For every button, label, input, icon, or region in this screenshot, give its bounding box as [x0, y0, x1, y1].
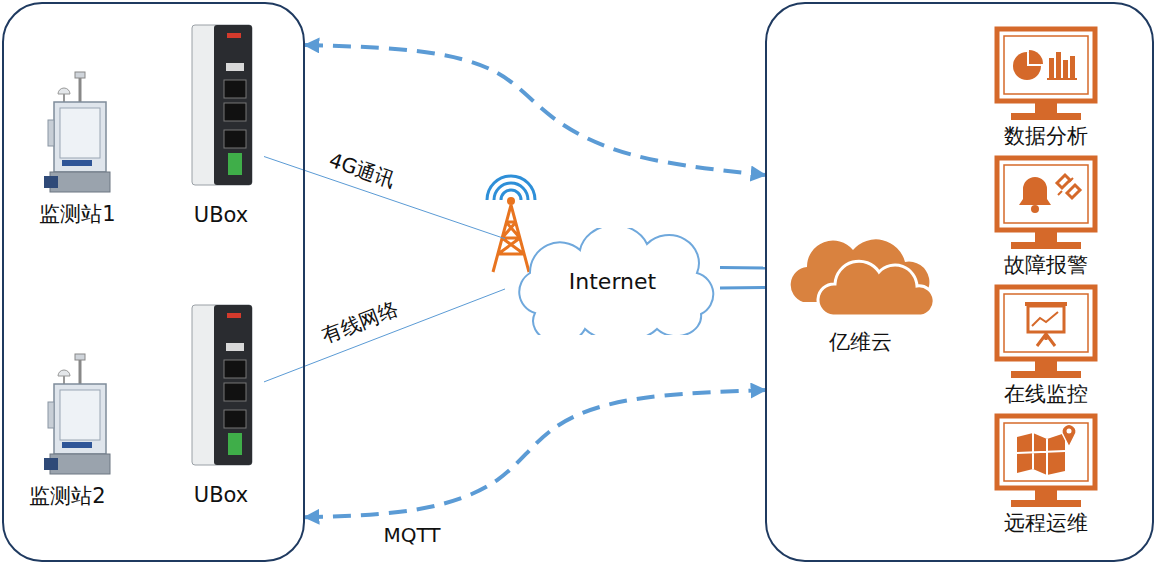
- internet-cloud-outline: [519, 228, 713, 335]
- ubox-device: [192, 305, 252, 465]
- node-picture: [985, 284, 1107, 380]
- node-picture: [985, 26, 1107, 122]
- node-picture: [10, 312, 125, 482]
- edge-label: 4G通讯: [323, 145, 402, 194]
- edge-label: MQTT: [380, 523, 443, 547]
- mqtt-flow-arrow: [305, 390, 765, 517]
- node-label: UBox: [194, 483, 248, 507]
- cloud-label: Internet: [569, 269, 656, 294]
- edge-label: 有线网络: [315, 294, 405, 350]
- monitor-icon: [997, 416, 1095, 507]
- mqtt-flow-arrow: [305, 45, 765, 175]
- monitoring-station: 监测站1: [20, 55, 135, 228]
- node-label: 监测站2: [29, 484, 105, 508]
- node-picture: [178, 300, 264, 480]
- function-monitor: 远程运维: [985, 413, 1107, 537]
- radio-tower: [487, 176, 535, 272]
- node-picture: [20, 55, 135, 200]
- station-cabinet: [44, 72, 110, 192]
- network-link: [720, 286, 765, 289]
- monitor-icon: [997, 287, 1095, 378]
- network-link: [264, 289, 505, 382]
- group-panel: 亿维云 数据分析故障报警在线监控远程运维: [765, 2, 1154, 562]
- station-cabinet: [44, 354, 110, 474]
- group-panel: 监测站1UBox监测站2UBox: [2, 2, 305, 562]
- internet-cloud: Internet: [505, 228, 720, 335]
- node-picture: [785, 222, 935, 327]
- function-monitor: 数据分析: [985, 26, 1107, 150]
- network-link: [720, 266, 765, 269]
- monitor-icon: [997, 29, 1095, 120]
- cloud-icon: [791, 239, 934, 316]
- node-picture: [985, 413, 1107, 509]
- monitor-icon: [997, 158, 1095, 249]
- gateway-device: UBox: [178, 20, 264, 230]
- node-label: 故障报警: [1004, 253, 1088, 277]
- node-picture: [178, 20, 264, 200]
- node-label: 亿维云: [829, 330, 892, 354]
- node-label: UBox: [194, 203, 248, 227]
- node-label: 远程运维: [1004, 511, 1088, 535]
- node-picture: [985, 155, 1107, 251]
- node-label: 监测站1: [39, 202, 115, 226]
- ubox-device: [192, 25, 252, 185]
- function-monitor: 在线监控: [985, 284, 1107, 408]
- gateway-device: UBox: [178, 300, 264, 510]
- node-label: 数据分析: [1004, 124, 1088, 148]
- function-monitor: 故障报警: [985, 155, 1107, 279]
- node-label: 在线监控: [1004, 382, 1088, 406]
- cloud-platform: 亿维云: [785, 222, 935, 357]
- monitoring-station: 监测站2: [10, 312, 125, 510]
